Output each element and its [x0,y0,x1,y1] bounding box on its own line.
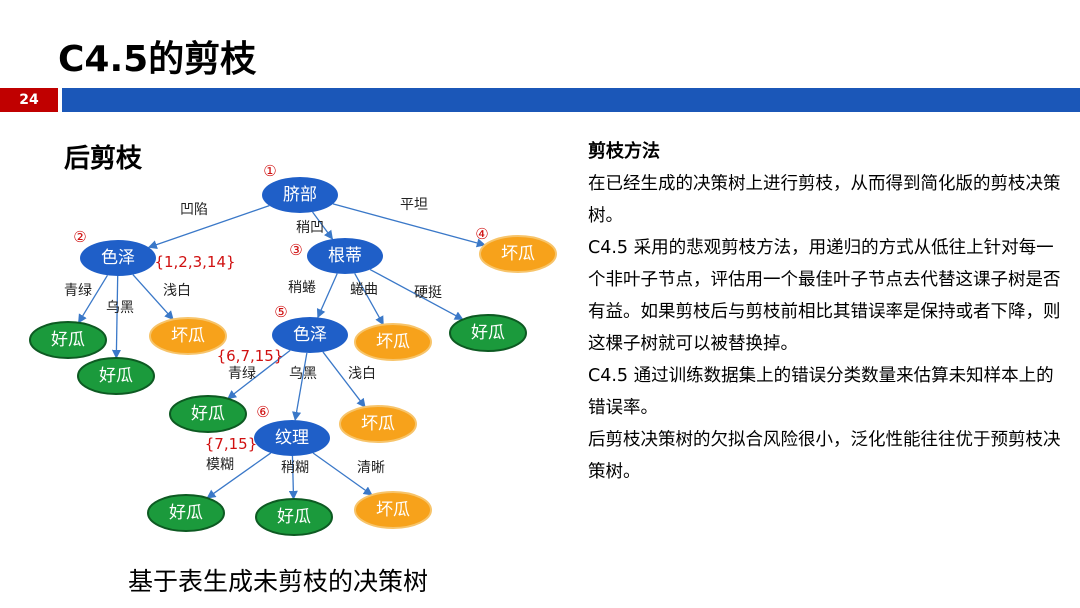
edge-label-n1-n3: 稍凹 [296,220,324,236]
node-label-n2: 色泽 [101,248,135,268]
leaf-node-l6: 好瓜 [169,395,247,433]
slide-title: C4.5的剪枝 [58,39,257,80]
tree-edge-n2-l2 [111,275,121,359]
attribute-node-n5: 色泽 [272,317,348,353]
diagram-caption: 基于表生成未剪枝的决策树 [128,567,429,596]
node-label-l2: 好瓜 [99,366,133,386]
node-label-n3: 根蒂 [328,246,362,266]
leaf-node-l3: 坏瓜 [149,317,227,355]
attribute-node-n3: 根蒂 [307,238,383,274]
section-subtitle: 后剪枝 [64,144,143,174]
decision-tree-diagram: 凹陷稍凹平坦青绿乌黑浅白稍蜷蜷曲硬挺青绿乌黑浅白模糊稍糊清晰 脐部色泽根蒂坏瓜色… [29,162,557,536]
edge-label-n2-l2: 乌黑 [106,300,134,316]
node-label-l1: 好瓜 [51,330,85,350]
header-rule [62,88,1080,112]
sample-set-n2: {1,2,3,14} [154,253,235,271]
tree-edge-n2-l3 [132,274,174,321]
node-label-l7: 坏瓜 [361,414,395,434]
node-label-l4: 坏瓜 [376,332,410,352]
node-label-l3: 坏瓜 [171,326,205,346]
page-number-box [0,88,58,112]
node-label-l8: 好瓜 [169,503,203,523]
node-label-n5: 色泽 [293,325,327,345]
node-marker-n3: ③ [289,241,302,259]
leaf-node-l2: 好瓜 [77,357,155,395]
edge-label-n5-l6: 青绿 [228,366,256,382]
method-heading: 剪枝方法 [588,141,660,162]
tree-edge-n3-n5 [316,273,338,319]
leaf-node-l4: 坏瓜 [354,323,432,361]
node-marker-n6: ⑥ [256,403,269,421]
sample-set-n5: {6,7,15} [217,347,284,365]
tree-edge-n5-l7 [322,351,366,408]
node-label-l5: 好瓜 [471,323,505,343]
header-bar: 24 [0,88,1080,112]
leaf-node-l8: 好瓜 [147,494,225,532]
node-marker-n2: ② [73,228,86,246]
leaf-node-l1: 好瓜 [29,321,107,359]
tree-edge-n2-l1 [77,274,109,324]
leaf-node-l9: 好瓜 [255,498,333,536]
tree-edge-n6-l10 [312,452,373,496]
edge-label-n5-l7: 浅白 [348,366,376,382]
tree-edge-n5-n6 [292,352,308,421]
node-label-l6: 好瓜 [191,404,225,424]
edge-label-n2-l3: 浅白 [163,283,191,299]
sample-set-n6: {7,15} [205,435,258,453]
leaf-node-l10: 坏瓜 [354,491,432,529]
node-label-n1: 脐部 [283,185,317,205]
node-marker-n1: ① [263,162,276,180]
method-paragraph-1: 在已经生成的决策树上进行剪枝，从而得到简化版的剪枝决策树。 [588,174,1061,226]
method-description: 剪枝方法 在已经生成的决策树上进行剪枝，从而得到简化版的剪枝决策树。 C4.5 … [588,136,1068,488]
tree-edge-n3-l4 [354,273,384,326]
node-label-n6: 纹理 [275,428,309,448]
attribute-node-n6: 纹理 [254,420,330,456]
tree-edge-n1-n4 [332,203,486,248]
tree-edge-n6-l8 [206,452,272,499]
tree-edge-n1-n2 [147,205,270,250]
tree-edge-n5-l6 [227,349,291,400]
node-label-l9: 好瓜 [277,507,311,527]
node-label-n4: 坏瓜 [501,244,535,264]
edge-label-n1-n2: 凹陷 [180,202,208,218]
method-paragraph-4: 后剪枝决策树的欠拟合风险很小，泛化性能往往优于预剪枝决策树。 [588,430,1061,482]
edge-label-n6-l10: 清晰 [357,460,385,476]
edge-label-n6-l9: 稍糊 [281,460,309,476]
node-marker-n4: ④ [475,225,488,243]
edge-label-n1-n4: 平坦 [400,197,428,213]
node-marker-n5: ⑤ [274,303,287,321]
attribute-node-n2: 色泽 [80,240,156,276]
edge-label-n2-l1: 青绿 [64,283,92,299]
edge-label-n3-n5: 稍蜷 [288,280,316,296]
edge-label-n5-n6: 乌黑 [289,366,317,382]
method-paragraph-3: C4.5 通过训练数据集上的错误分类数量来估算未知样本上的错误率。 [588,366,1054,418]
edge-label-n3-l5: 硬挺 [414,285,442,301]
leaf-node-l7: 坏瓜 [339,405,417,443]
leaf-node-n4: 坏瓜 [479,235,557,273]
tree-edge-n3-l5 [369,268,464,321]
tree-edge-n6-l9 [288,455,298,500]
edge-label-n3-l4: 蜷曲 [350,282,378,298]
edge-label-n6-l8: 模糊 [206,457,234,473]
page-number: 24 [19,92,39,108]
leaf-node-l5: 好瓜 [449,314,527,352]
tree-edge-n1-n3 [312,211,334,240]
method-paragraph-2: C4.5 采用的悲观剪枝方法，用递归的方式从低往上针对每一个非叶子节点，评估用一… [588,238,1061,354]
node-label-l10: 坏瓜 [376,500,410,520]
attribute-node-n1: 脐部 [262,177,338,213]
